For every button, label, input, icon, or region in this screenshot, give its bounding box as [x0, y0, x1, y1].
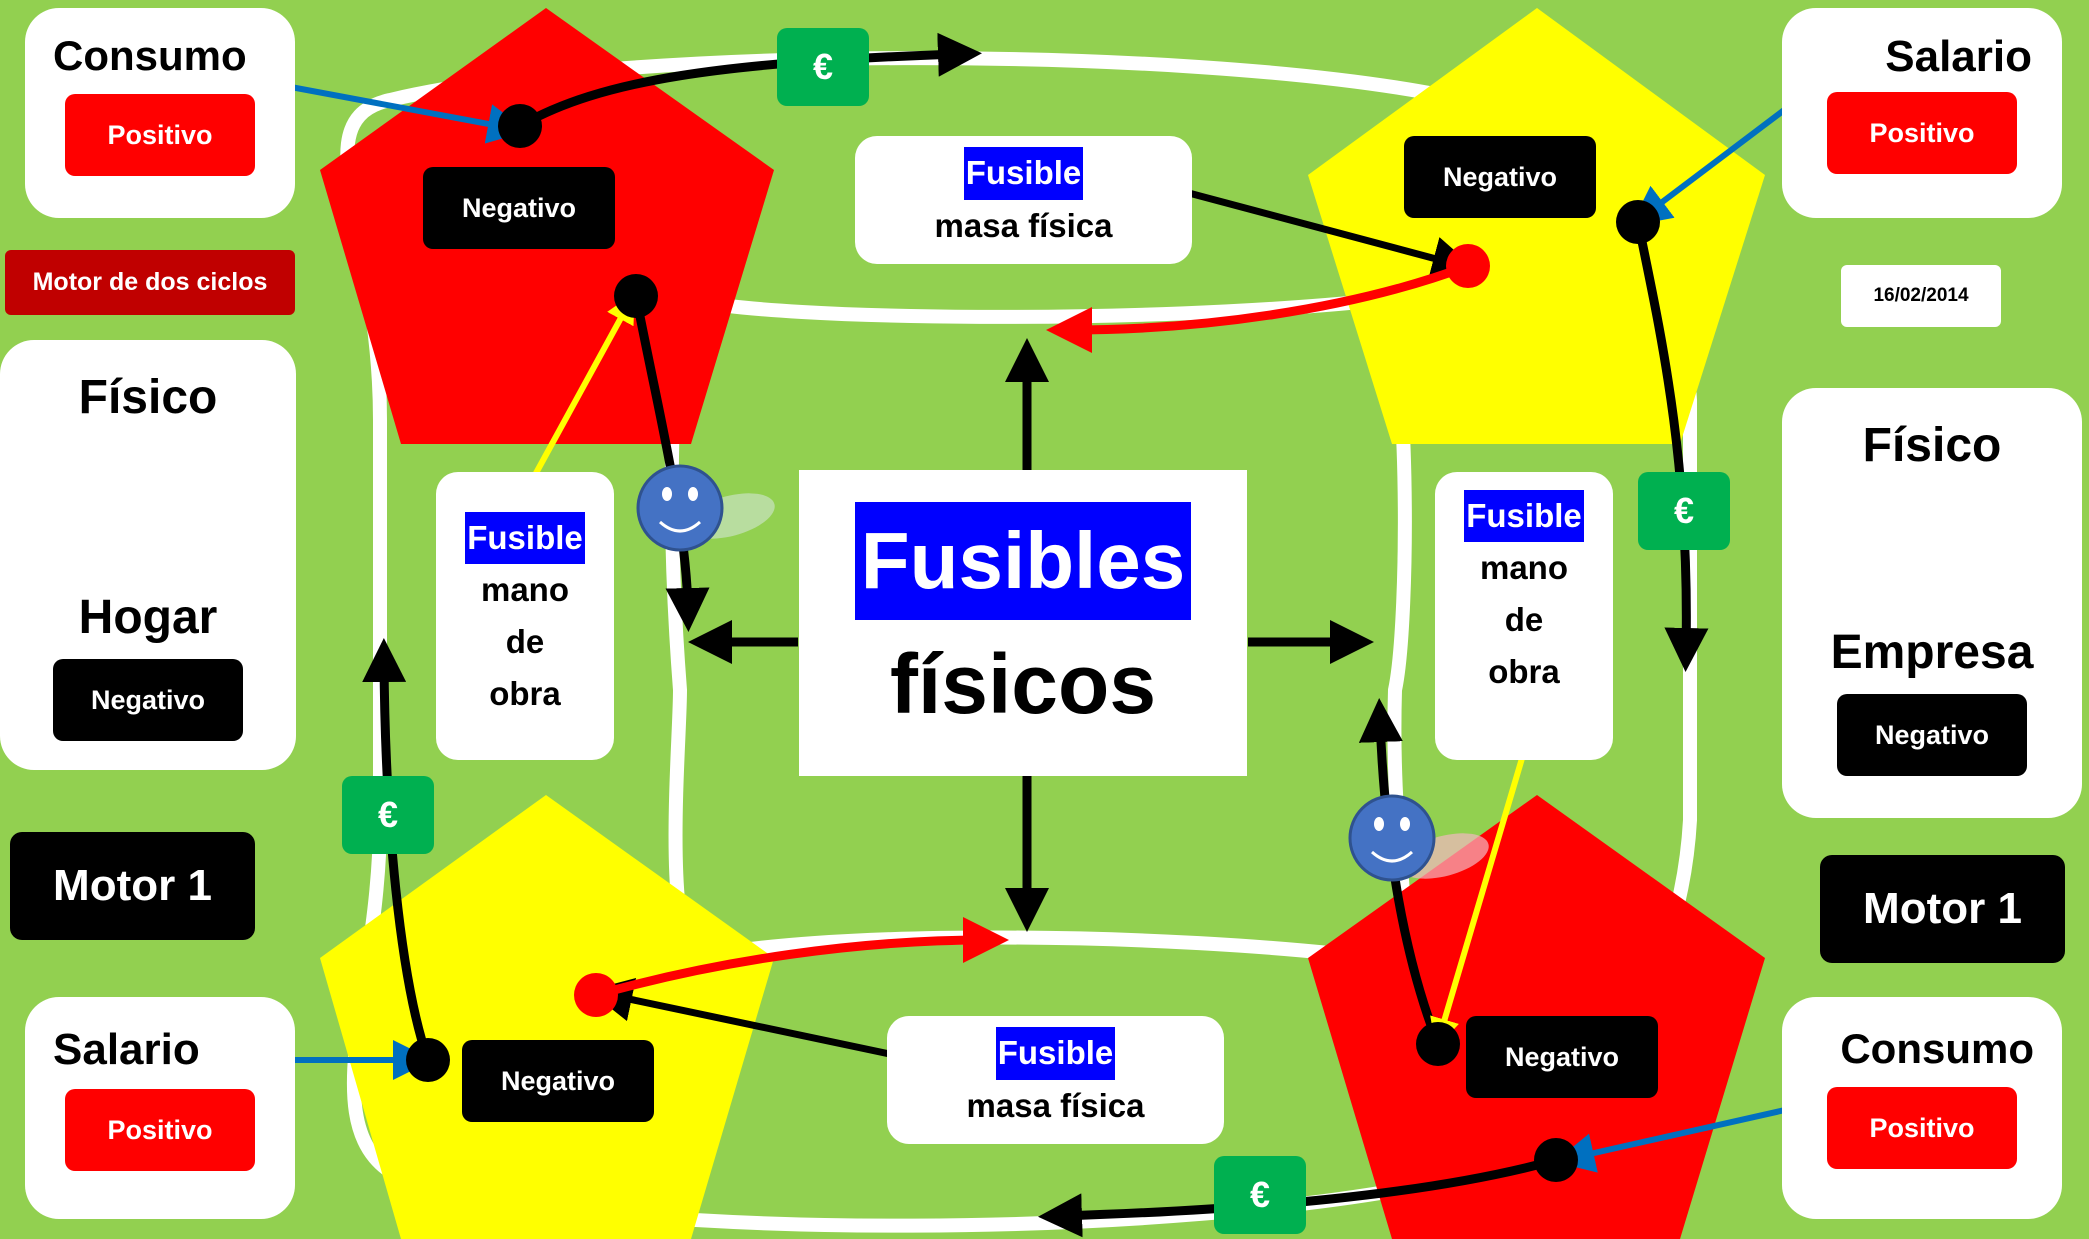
fuse-box-left: Fusible mano de obra — [436, 472, 614, 760]
flow-arrow-left — [362, 638, 433, 1062]
yellow-connector-right — [1430, 727, 1534, 1049]
salario-card-right: Salario Positivo — [1782, 8, 2062, 218]
salario-label: Salario — [53, 1025, 200, 1074]
smiley-face-icon — [1348, 794, 1489, 882]
salario-label-right: Salario — [1885, 32, 2032, 81]
fisico-hogar-top: Físico — [78, 371, 218, 424]
flow-arrow-right — [1633, 221, 1709, 672]
fuse-connector-bottom — [588, 978, 919, 1064]
fisico-empresa-name: Empresa — [1830, 626, 2034, 679]
consumo-label-right: Consumo — [1840, 1025, 2034, 1072]
fuse-box-top: Fusible masa física — [855, 136, 1192, 264]
fuse-box-bottom: Fusible masa física — [887, 1016, 1224, 1144]
fuse-bottom-text: masa física — [966, 1087, 1145, 1124]
pentagon-top-right — [1308, 8, 1765, 444]
fuse-left-l1: mano — [480, 570, 569, 608]
pentagon-tag-bottom-left: Negativo — [462, 1040, 654, 1122]
fuse-right-l1: mano — [1479, 549, 1568, 587]
pentagon-tag-bottom-right: Negativo — [1466, 1016, 1658, 1098]
fisico-hogar-card: Físico Hogar Negativo — [0, 340, 296, 770]
fisico-hogar-state: Negativo — [53, 659, 243, 741]
fuse-connector-top — [1154, 180, 1477, 280]
salario-card-left: Salario Positivo — [25, 997, 295, 1219]
fisico-empresa-card: Físico Empresa Negativo — [1782, 388, 2082, 818]
euro-token-top: € — [777, 28, 869, 106]
consumo-card-left: Consumo Positivo — [25, 8, 295, 218]
motor-label-right: Motor 1 — [1820, 855, 2065, 963]
fuse-right-l2: de — [1504, 601, 1544, 639]
fuse-bottom-label: Fusible — [995, 1027, 1116, 1080]
pentagon-tag-top-left: Negativo — [423, 167, 615, 249]
fuse-top-text: masa física — [934, 207, 1113, 244]
red-arrow-bottom — [594, 917, 1009, 1000]
date-label: 16/02/2014 — [1841, 265, 2001, 327]
fuse-left-l2: de — [505, 623, 545, 660]
fuse-top-label: Fusible — [963, 147, 1084, 200]
title-line-1: Fusibles — [854, 502, 1192, 620]
pentagon-bottom-left — [320, 795, 774, 1239]
fisico-hogar-name: Hogar — [78, 591, 218, 644]
flow-arrow-bottom — [1038, 1155, 1558, 1238]
fuse-right-l3: obra — [1488, 653, 1560, 691]
consumo-state-right: Positivo — [1827, 1087, 2017, 1169]
fisico-empresa-state: Negativo — [1837, 694, 2027, 776]
euro-token-bottom: € — [1214, 1156, 1306, 1234]
fuse-right-label: Fusible — [1464, 490, 1584, 543]
center-title-box: Fusibles físicos — [799, 470, 1247, 776]
euro-token-right: € — [1638, 472, 1730, 550]
motor-label-left: Motor 1 — [10, 832, 255, 940]
title-line-2: físicos — [889, 637, 1157, 731]
red-arrow-top — [1046, 261, 1470, 353]
smiley-face-icon — [636, 464, 775, 552]
fisico-empresa-top: Físico — [1862, 419, 2002, 472]
salario-state-right: Positivo — [1827, 92, 2017, 174]
consumo-label: Consumo — [53, 32, 247, 79]
blue-arrow-consumo-left — [263, 79, 528, 144]
pentagon-tag-top-right: Negativo — [1404, 136, 1596, 218]
euro-token-left: € — [342, 776, 434, 854]
inner-arrow-right — [1358, 698, 1443, 1046]
salario-state: Positivo — [65, 1089, 255, 1171]
fuse-left-label: Fusible — [465, 511, 585, 564]
fuse-left-l3: obra — [489, 675, 561, 713]
consumo-card-right: Consumo Positivo — [1782, 997, 2062, 1219]
motor-de-dos-ciclos: Motor de dos ciclos — [5, 250, 295, 315]
consumo-state: Positivo — [65, 94, 255, 176]
fuse-box-right: Fusible mano de obra — [1435, 472, 1613, 760]
